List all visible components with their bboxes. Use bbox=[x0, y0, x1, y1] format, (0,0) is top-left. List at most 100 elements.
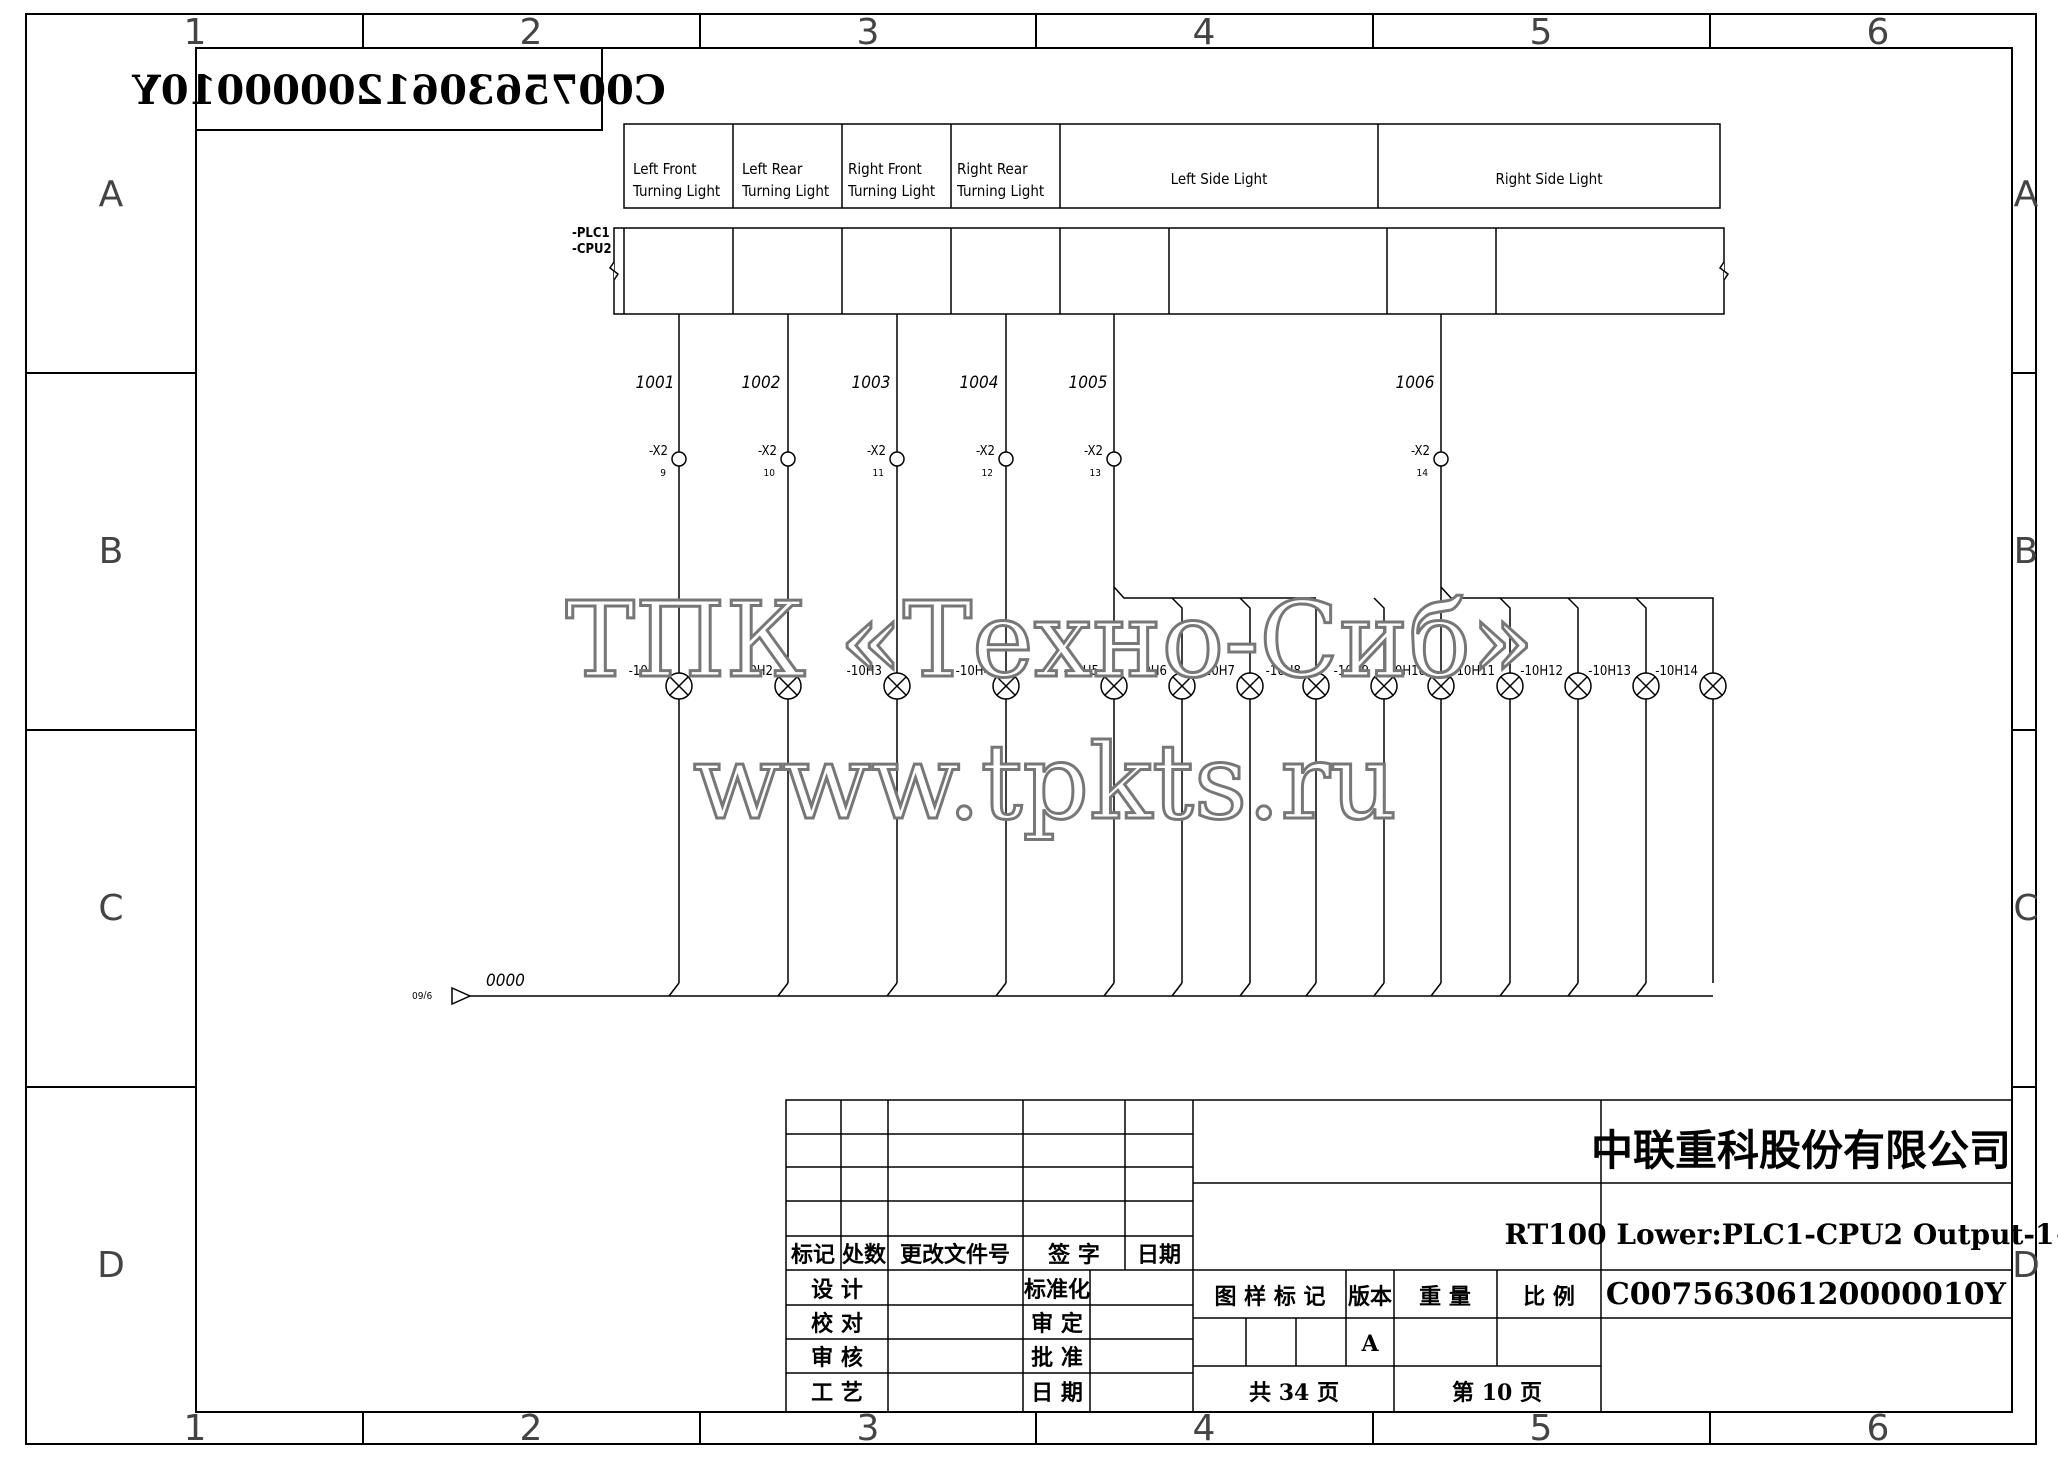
lamp-label-10h11: -10H11 bbox=[1452, 664, 1495, 679]
lamp-10h4 bbox=[992, 672, 1020, 700]
col-label-top-4: 4 bbox=[1193, 12, 1216, 53]
lamp-label-10h4: -10H4 bbox=[956, 664, 991, 679]
rev-header-doc: 更改文件号 bbox=[900, 1242, 1010, 1268]
label-review: 审 核 bbox=[811, 1345, 863, 1371]
drawing-number: C00756306120000010Y bbox=[1606, 1277, 2007, 1312]
return-arrow bbox=[451, 986, 472, 1006]
row-label-left-b: B bbox=[99, 531, 124, 572]
header-right-front-1: Right Front bbox=[848, 160, 922, 178]
version-value: A bbox=[1360, 1331, 1379, 1357]
col-label-top-2: 2 bbox=[520, 12, 543, 53]
row-label-right-b: B bbox=[2014, 531, 2039, 572]
terminal-name-9: -X2 bbox=[649, 444, 668, 459]
watermark-url: www.tpkts.ru bbox=[693, 721, 1397, 843]
lamp-label-10h5: -10H5 bbox=[1064, 664, 1099, 679]
plc-label-1: -PLC1 bbox=[572, 226, 610, 241]
lamp-label-10h6: -10H6 bbox=[1132, 664, 1167, 679]
wiring bbox=[462, 314, 1714, 997]
total-pages: 共 34 页 bbox=[1249, 1380, 1339, 1406]
wire-number-1004: 1004 bbox=[960, 373, 999, 393]
label-date: 日 期 bbox=[1031, 1380, 1083, 1406]
page-number: 第 10 页 bbox=[1452, 1380, 1542, 1406]
label-approval-check: 审 定 bbox=[1031, 1311, 1083, 1337]
terminal-name-11: -X2 bbox=[867, 444, 886, 459]
col-label-top-5: 5 bbox=[1530, 12, 1553, 53]
lamp-label-10h7: -10H7 bbox=[1200, 664, 1235, 679]
label-approve: 批 准 bbox=[1031, 1345, 1083, 1371]
col-label-bottom-4: 4 bbox=[1193, 1408, 1216, 1449]
label-scale: 比 例 bbox=[1523, 1284, 1575, 1310]
wire-numbers: 1001 1002 1003 1004 1005 1006 bbox=[636, 373, 1435, 393]
terminal-pin-11: 11 bbox=[873, 468, 884, 479]
header-right-rear-1: Right Rear bbox=[957, 160, 1028, 178]
lamp-label-10h13: -10H13 bbox=[1588, 664, 1631, 679]
lamp-10h13 bbox=[1632, 672, 1660, 700]
row-label-left-c: C bbox=[98, 888, 123, 929]
header-left-side-light: Left Side Light bbox=[1171, 170, 1268, 188]
row-label-right-c: C bbox=[2013, 888, 2038, 929]
lamp-10h12 bbox=[1564, 672, 1592, 700]
lamp-symbols bbox=[665, 672, 1727, 700]
lamp-10h3 bbox=[883, 672, 911, 700]
function-header bbox=[623, 123, 1721, 209]
label-process: 工 艺 bbox=[811, 1380, 863, 1406]
lamp-label-10h12: -10H12 bbox=[1520, 664, 1563, 679]
label-design: 设 计 bbox=[811, 1277, 863, 1303]
lamp-10h8 bbox=[1302, 672, 1330, 700]
label-standardization: 标准化 bbox=[1024, 1277, 1090, 1303]
lamp-10h9 bbox=[1370, 672, 1398, 700]
row-label-right-d: D bbox=[2012, 1245, 2040, 1286]
col-label-bottom-6: 6 bbox=[1867, 1408, 1890, 1449]
lamp-label-10h9: -10H9 bbox=[1334, 664, 1369, 679]
lamp-10h10 bbox=[1427, 672, 1455, 700]
rev-header-sign: 签 字 bbox=[1047, 1242, 1100, 1268]
wire-number-1005: 1005 bbox=[1069, 373, 1108, 393]
title-block-text: 中联重科股份有限公司 RT100 Lower:PLC1-CPU2 Output-… bbox=[791, 1126, 2058, 1406]
wire-number-1006: 1006 bbox=[1396, 373, 1435, 393]
mirrored-drawing-number: C00756306120000010Y bbox=[132, 47, 666, 131]
lamp-10h2 bbox=[774, 672, 802, 700]
plc-module bbox=[608, 227, 1730, 315]
terminal-pin-10: 10 bbox=[764, 468, 776, 479]
return-wire-ref: 9/60 bbox=[412, 989, 432, 1000]
row-label-left-d: D bbox=[97, 1245, 125, 1286]
lamp-10h7 bbox=[1236, 672, 1264, 700]
lamp-10h6 bbox=[1168, 672, 1196, 700]
function-header-labels: Left Front Turning Light Left Rear Turni… bbox=[632, 160, 1602, 200]
mirrored-drawing-number-text: C00756306120000010Y bbox=[132, 67, 666, 114]
lamp-10h14 bbox=[1699, 672, 1727, 700]
rev-header-mark: 标记 bbox=[791, 1242, 835, 1268]
col-label-top-1: 1 bbox=[184, 12, 207, 53]
terminal-name-12: -X2 bbox=[976, 444, 995, 459]
drawing-title: RT100 Lower:PLC1-CPU2 Output-1~2 bbox=[1505, 1218, 2058, 1251]
terminal-pin-13: 13 bbox=[1090, 468, 1101, 479]
terminal-name-13: -X2 bbox=[1084, 444, 1103, 459]
header-left-front-2: Turning Light bbox=[632, 182, 720, 200]
header-left-front-1: Left Front bbox=[633, 160, 697, 178]
rev-header-count: 处数 bbox=[841, 1242, 887, 1268]
label-version: 版本 bbox=[1348, 1284, 1392, 1310]
terminal-pin-9: 9 bbox=[660, 468, 666, 479]
lamp-label-10h10: -10H10 bbox=[1383, 664, 1426, 679]
wire-number-1003: 1003 bbox=[852, 373, 891, 393]
col-label-bottom-2: 2 bbox=[520, 1408, 543, 1449]
plc-label-2: -CPU2 bbox=[572, 242, 612, 257]
header-left-rear-2: Turning Light bbox=[741, 182, 829, 200]
zone-labels: 1 2 3 4 5 6 1 2 3 4 5 6 A B C D A B C D bbox=[97, 12, 2040, 1449]
lamp-10h5 bbox=[1100, 672, 1128, 700]
company-name: 中联重科股份有限公司 bbox=[1591, 1126, 2011, 1175]
rev-header-date: 日期 bbox=[1137, 1242, 1181, 1268]
terminal-symbols bbox=[671, 451, 1449, 467]
label-check: 校 对 bbox=[811, 1311, 863, 1337]
lamp-label-10h8: -10H8 bbox=[1266, 664, 1301, 679]
row-label-right-a: A bbox=[2014, 174, 2039, 215]
header-right-side-light: Right Side Light bbox=[1496, 170, 1603, 188]
lamp-10h11 bbox=[1496, 672, 1524, 700]
title-block-grid bbox=[785, 1099, 2013, 1413]
lamp-label-10h3: -10H3 bbox=[847, 664, 882, 679]
lamp-10h1 bbox=[665, 672, 693, 700]
terminal-pin-12: 12 bbox=[982, 468, 993, 479]
header-left-rear-1: Left Rear bbox=[742, 160, 803, 178]
lamp-label-10h1: -10H1 bbox=[629, 664, 664, 679]
